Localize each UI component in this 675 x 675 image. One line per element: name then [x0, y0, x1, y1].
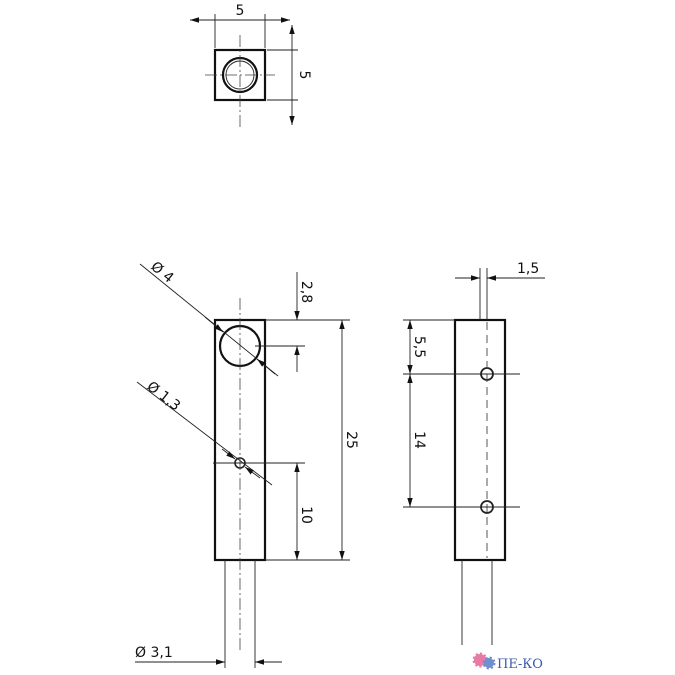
width-label: 5 [236, 3, 245, 19]
company-logo: ПЕ-КО [472, 652, 543, 672]
front-view: Ø 4 Ø 1,3 2,8 25 10 Ø 3,1 [135, 259, 359, 668]
hole-offset-label: 10 [298, 506, 314, 524]
large-hole-label: Ø 4 [147, 259, 176, 287]
cable-diameter-label: Ø 3,1 [135, 645, 173, 661]
logo-text: ПЕ-КО [497, 657, 543, 672]
length-label: 25 [343, 431, 359, 449]
small-hole-label: Ø 1,3 [144, 379, 184, 415]
top-offset-label: 2,8 [298, 281, 314, 303]
hole-spacing-label: 14 [411, 431, 427, 449]
offset-label: 1,5 [517, 261, 539, 277]
housing-side [453, 318, 507, 562]
side-view: 1,5 5,5 14 [403, 261, 545, 645]
top-view: 5 5 [190, 3, 312, 128]
height-label: 5 [296, 71, 312, 80]
first-hole-label: 5,5 [411, 336, 427, 358]
